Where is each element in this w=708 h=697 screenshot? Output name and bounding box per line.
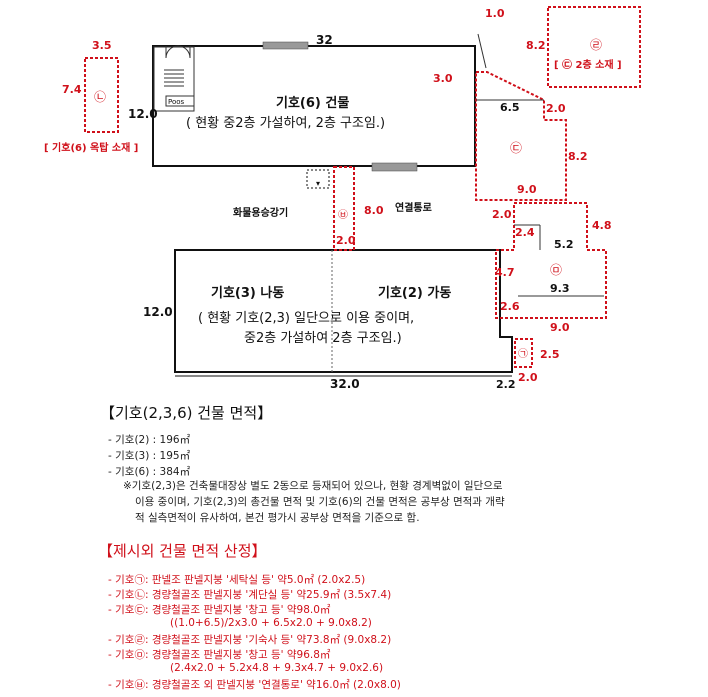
floor-plan: Poos ▾ 32 12.0 기호(6) 건물 ( 현황 중2층 가설하여, 2… <box>44 6 641 391</box>
b23-bottom-dim: 32.0 <box>330 377 360 391</box>
area-note: ※기호(2,3)은 건축물대장상 별도 2동으로 등재되어 있으나, 현황 경계… <box>123 478 643 526</box>
dim-2-5: 2.5 <box>540 348 560 361</box>
dim-9-0-b: 9.0 <box>550 321 570 334</box>
mark-c: ㉢ <box>510 141 522 155</box>
extra-section-title: 【제시외 건물 면적 산정】 <box>98 542 267 560</box>
building-2-3: 기호(3) 나동 기호(2) 가동 ( 현황 기호(2,3) 일단으로 이용 중… <box>143 249 516 391</box>
mark-a: ㉠ <box>518 348 528 360</box>
building6-subtitle: ( 현황 중2층 가설하여, 2층 구조임.) <box>186 116 385 131</box>
extra-building-d: 8.2 ㉣ [ ㉢ 2층 소재 ] <box>526 6 641 88</box>
dim-2-6: 2.6 <box>500 300 520 313</box>
dim-3-0: 3.0 <box>433 72 453 85</box>
mark-b: ㉡ <box>94 90 106 104</box>
second-floor-note: [ ㉢ 2층 소재 ] <box>554 58 622 71</box>
dim-6-5: 6.5 <box>500 101 520 114</box>
extra-line: - 기호㉡: 경량철골조 판넬지붕 '계단실 등' 약25.9㎡ (3.5x7.… <box>108 589 392 601</box>
building-6: Poos ▾ 32 12.0 기호(6) 건물 ( 현황 중2층 가설하여, 2… <box>128 33 476 219</box>
note-line: ※기호(2,3)은 건축물대장상 별도 2동으로 등재되어 있으나, 현황 경계… <box>123 480 503 492</box>
stairs-room: Poos <box>153 46 195 112</box>
dim-2-0-c: 2.0 <box>518 371 538 384</box>
extra-building-b: 3.5 7.4 ㉡ [ 기호(6) 옥탑 소재 ] <box>44 39 138 154</box>
dim-2-0-f: 2.0 <box>336 234 356 247</box>
extra-line: (2.4x2.0 + 5.2x4.8 + 9.3x4.7 + 9.0x2.6) <box>170 662 384 674</box>
building2-title: 기호(2) 가동 <box>378 286 451 301</box>
extra-line: - 기호㉣: 경량철골조 판넬지붕 '기숙사 등' 약73.8㎡ (9.0x8.… <box>108 634 392 646</box>
dim-2-4: 2.4 <box>515 226 535 239</box>
mark-e: ㉤ <box>550 263 562 277</box>
connection-passage-label: 연결통로 <box>395 201 432 214</box>
building23-subtitle-1: ( 현황 기호(2,3) 일단으로 이용 중이며, <box>198 311 414 326</box>
note-line: 이용 중이며, 기호(2,3)의 총건물 면적 및 기호(6)의 건물 면적은 … <box>135 496 505 508</box>
area-item: - 기호(2) : 196㎡ <box>108 434 191 446</box>
extra-line: - 기호㉥: 경량철골조 외 판넬지붕 '연결통로' 약16.0㎡ (2.0x8… <box>108 679 401 691</box>
dim-5-2: 5.2 <box>554 238 574 251</box>
b23-left-dim: 12.0 <box>143 305 173 319</box>
mark-f: ㉥ <box>338 209 348 221</box>
entrance-door-icon <box>165 45 191 59</box>
dim-3-5: 3.5 <box>92 39 112 52</box>
dim-8-2-d: 8.2 <box>526 39 546 52</box>
extra-building-f: ㉥ 2.0 8.0 연결통로 <box>333 166 432 251</box>
dim-7-4: 7.4 <box>62 83 82 96</box>
extra-building-a: ㉠ 2.5 2.0 <box>514 338 560 384</box>
dim-4-7: 4.7 <box>495 266 515 279</box>
dim-2-0-b: 2.0 <box>492 208 512 221</box>
freight-elevator-label: 화물용승강기 <box>233 206 288 219</box>
extra-line: ((1.0+6.5)/2x3.0 + 6.5x2.0 + 9.0x8.2) <box>170 617 372 629</box>
b23-bottom-small-dim: 2.2 <box>496 378 516 391</box>
stairs-room-label: Poos <box>168 98 185 106</box>
mark-d: ㉣ <box>590 38 602 52</box>
area-item: - 기호(6) : 384㎡ <box>108 466 191 478</box>
svg-text:▾: ▾ <box>316 179 320 188</box>
note-line: 적 실측면적이 유사하여, 본건 평가시 공부상 면적을 기준으로 함. <box>135 512 420 524</box>
dim-9-3: 9.3 <box>550 282 570 295</box>
extra-building-c: 1.0 3.0 6.5 2.0 8.2 ㉢ 9.0 <box>433 7 588 201</box>
building6-title: 기호(6) 건물 <box>276 95 349 111</box>
dim-8-2-c: 8.2 <box>568 150 588 163</box>
b6-left-dim: 12.0 <box>128 107 158 121</box>
building3-title: 기호(3) 나동 <box>211 285 284 301</box>
extra-line: - 기호㉤: 경량철골조 판넬지붕 '창고 등' 약96.8㎡ <box>108 649 331 661</box>
freight-elevator: ▾ <box>306 169 330 189</box>
area-item: - 기호(3) : 195㎡ <box>108 450 191 462</box>
area-section-title: 【기호(2,3,6) 건물 면적】 <box>100 404 273 422</box>
rooftop-note: [ 기호(6) 옥탑 소재 ] <box>44 141 138 154</box>
building23-subtitle-2: 중2층 가설하여 2층 구조임.) <box>244 331 402 346</box>
dim-9-0-a: 9.0 <box>517 183 537 196</box>
extra-line: - 기호㉢: 경량철골조 판넬지붕 '창고 등' 약98.0㎡ <box>108 604 331 616</box>
dim-4-8: 4.8 <box>592 219 612 232</box>
extra-line: - 기호㉠: 판넬조 판넬지붕 '세탁실 등' 약5.0㎡ (2.0x2.5) <box>108 574 366 586</box>
dim-1-0: 1.0 <box>485 7 505 20</box>
extra-building-e: 2.0 2.4 4.8 5.2 4.7 ㉤ 9.3 2.6 9.0 <box>492 202 612 334</box>
b6-top-dim: 32 <box>316 33 333 47</box>
dim-8-0: 8.0 <box>364 204 384 217</box>
dim-2-0-a: 2.0 <box>546 102 566 115</box>
